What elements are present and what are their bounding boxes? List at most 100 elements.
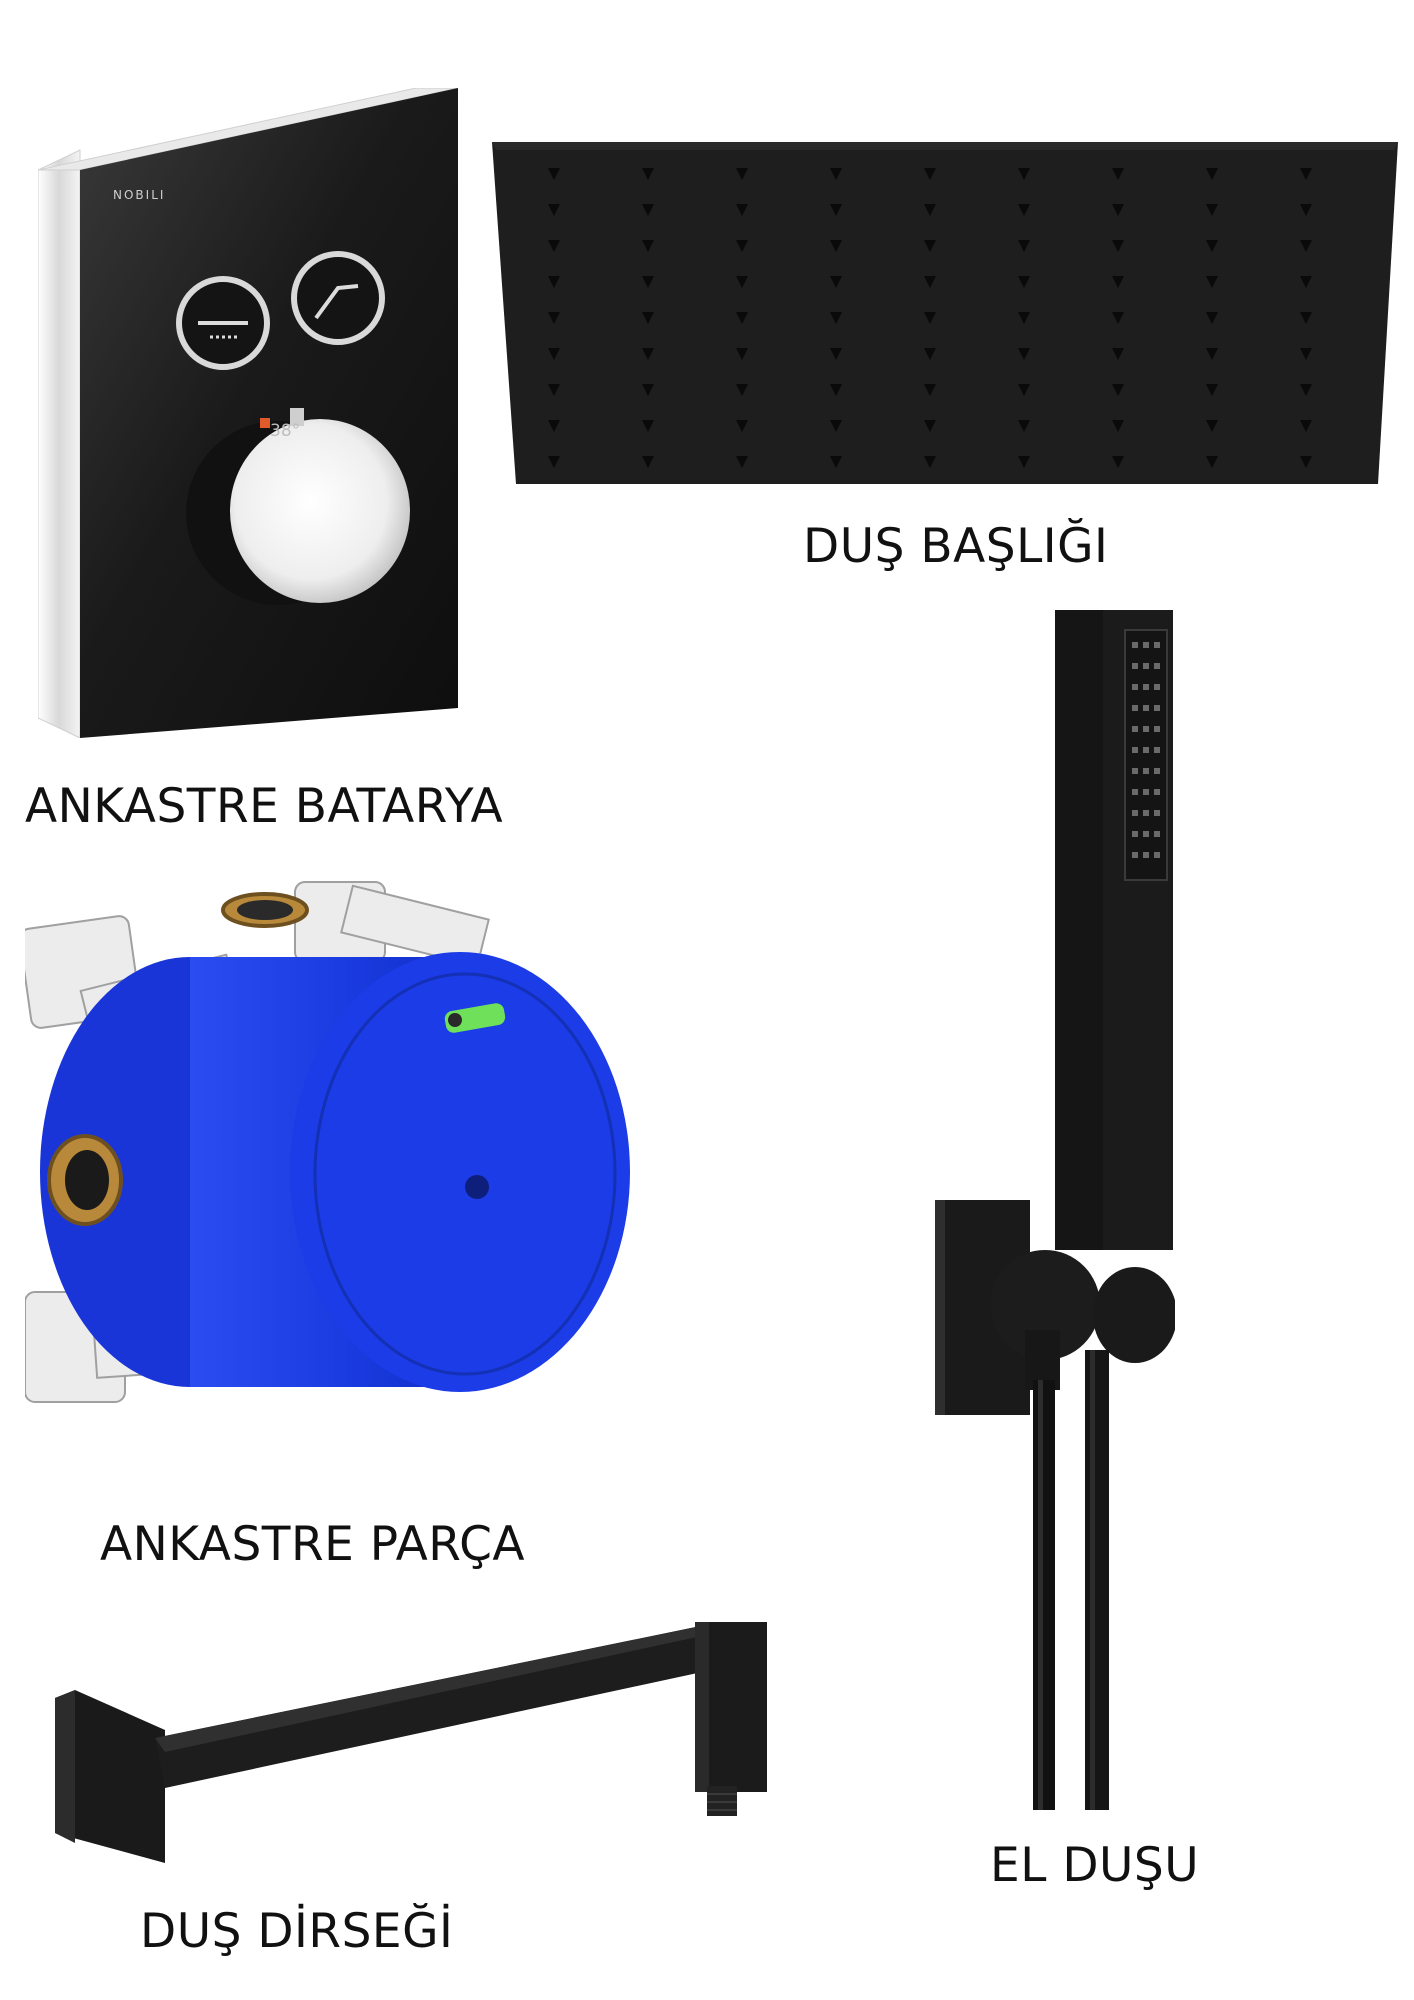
rain-shower-head (492, 142, 1398, 492)
nozzle (1206, 384, 1218, 396)
nozzle (1206, 348, 1218, 360)
hand-nozzle (1154, 831, 1160, 837)
nozzle (924, 204, 936, 216)
nozzle (830, 348, 842, 360)
nozzle (548, 276, 560, 288)
nozzle (1018, 348, 1030, 360)
nozzle (736, 420, 748, 432)
hand-nozzle (1154, 789, 1160, 795)
nozzle (1018, 456, 1030, 468)
nozzle (830, 420, 842, 432)
hand-nozzle (1154, 852, 1160, 858)
nozzle (1018, 168, 1030, 180)
nozzle (548, 348, 560, 360)
nozzle (736, 348, 748, 360)
nozzle (736, 456, 748, 468)
hand-nozzle (1154, 705, 1160, 711)
hand-nozzle (1143, 789, 1149, 795)
nozzle (642, 276, 654, 288)
nozzle (1300, 168, 1312, 180)
label-shower-arm: DUŞ DİRSEĞİ (140, 1904, 454, 1959)
label-concealed-mixer: ANKASTRE BATARYA (25, 779, 504, 834)
hand-nozzle (1132, 705, 1138, 711)
hand-nozzle (1143, 642, 1149, 648)
hand-nozzle (1154, 663, 1160, 669)
temperature-readout: 38° (270, 421, 301, 441)
nozzle (830, 384, 842, 396)
hand-nozzle (1154, 768, 1160, 774)
nozzle (830, 240, 842, 252)
nozzle (924, 456, 936, 468)
nozzle (642, 456, 654, 468)
hand-nozzle (1143, 852, 1149, 858)
nozzle (1112, 276, 1124, 288)
nozzle (736, 240, 748, 252)
nozzle (548, 204, 560, 216)
concealed-box (25, 862, 645, 1422)
nozzle (1112, 348, 1124, 360)
nozzle (548, 312, 560, 324)
hand-nozzle (1154, 747, 1160, 753)
nozzle (924, 276, 936, 288)
hand-nozzle (1132, 684, 1138, 690)
hand-nozzle (1143, 768, 1149, 774)
nozzle (1206, 240, 1218, 252)
nozzle (548, 456, 560, 468)
nozzle (924, 420, 936, 432)
nozzle (1300, 456, 1312, 468)
nozzle (1206, 168, 1218, 180)
nozzle (1018, 204, 1030, 216)
nozzle (1206, 456, 1218, 468)
nozzle (924, 312, 936, 324)
nozzle (924, 384, 936, 396)
hand-nozzle (1132, 831, 1138, 837)
brand-logo: NOBILI (113, 188, 166, 202)
nozzle (1112, 384, 1124, 396)
nozzle (642, 348, 654, 360)
nozzle (924, 240, 936, 252)
nozzle (1018, 384, 1030, 396)
nozzle (736, 168, 748, 180)
nozzle (830, 204, 842, 216)
hand-shower-set (925, 610, 1175, 1810)
nozzle (1206, 204, 1218, 216)
nozzle (1112, 204, 1124, 216)
nozzle (1018, 420, 1030, 432)
hand-nozzle (1132, 726, 1138, 732)
hand-nozzle (1154, 684, 1160, 690)
nozzle (736, 312, 748, 324)
nozzle (830, 168, 842, 180)
nozzle (736, 204, 748, 216)
nozzle (642, 420, 654, 432)
hand-nozzle (1154, 642, 1160, 648)
nozzle (1300, 276, 1312, 288)
hand-nozzle (1143, 831, 1149, 837)
nozzle (548, 420, 560, 432)
hand-nozzle (1143, 726, 1149, 732)
nozzle (1018, 276, 1030, 288)
nozzle (642, 312, 654, 324)
nozzle (1206, 312, 1218, 324)
nozzle (1300, 312, 1312, 324)
nozzle (1112, 420, 1124, 432)
thermostat-panel: NOBILI 38° (38, 88, 463, 738)
nozzle (1206, 420, 1218, 432)
nozzle (1206, 276, 1218, 288)
hand-nozzle (1132, 768, 1138, 774)
nozzle (924, 348, 936, 360)
nozzle (1018, 312, 1030, 324)
hand-nozzle (1143, 747, 1149, 753)
nozzle (548, 384, 560, 396)
hand-nozzle (1132, 789, 1138, 795)
nozzle (1300, 204, 1312, 216)
hand-nozzle (1143, 684, 1149, 690)
nozzle (642, 168, 654, 180)
nozzle (736, 384, 748, 396)
nozzle (1112, 240, 1124, 252)
nozzle (642, 240, 654, 252)
hand-nozzle (1132, 852, 1138, 858)
nozzle (830, 456, 842, 468)
nozzle (1018, 240, 1030, 252)
nozzle (830, 276, 842, 288)
nozzle (642, 384, 654, 396)
